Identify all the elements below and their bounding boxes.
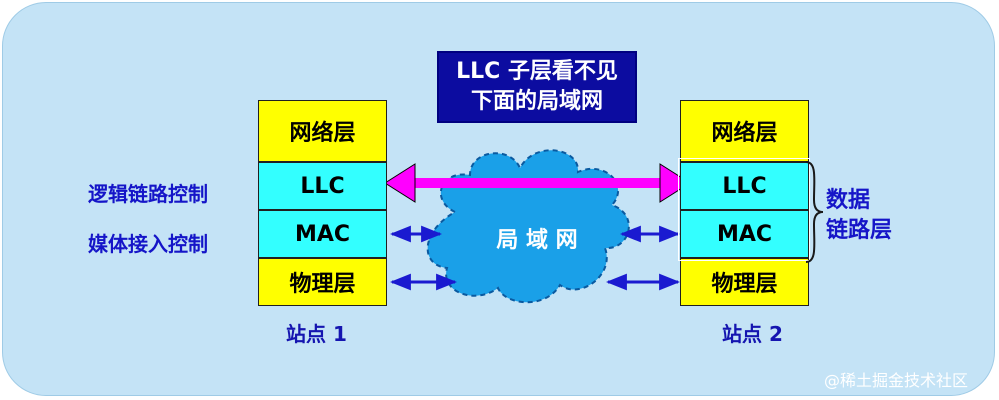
- station-2-mac-layer: MAC: [680, 210, 809, 258]
- title-line-2: 下面的局域网: [470, 89, 603, 114]
- station-2-stack: 网络层 LLC MAC 物理层: [680, 100, 809, 306]
- station-2-physical-layer: 物理层: [680, 258, 809, 306]
- watermark: @稀土掘金技术社区: [824, 371, 969, 390]
- title-line-1: LLC 子层看不见: [456, 59, 618, 84]
- station-2-llc-layer: LLC: [680, 162, 809, 210]
- llc-arrow: [384, 163, 691, 203]
- station-1-physical-layer: 物理层: [258, 258, 387, 306]
- station-1-mac-layer: MAC: [258, 210, 387, 258]
- mac-side-label: 媒体接入控制: [88, 232, 208, 256]
- station-1-stack: 网络层 LLC MAC 物理层: [258, 100, 387, 306]
- station-1-llc-layer: LLC: [258, 162, 387, 210]
- data-link-brace: [805, 161, 824, 263]
- station-1-label: 站点 1: [286, 322, 347, 346]
- station-2-label: 站点 2: [722, 322, 783, 346]
- station-2-network-layer: 网络层: [680, 100, 809, 162]
- llc-side-label: 逻辑链路控制: [88, 182, 208, 206]
- title-box: LLC 子层看不见 下面的局域网: [437, 51, 637, 123]
- cloud-label: 局 域 网: [496, 228, 578, 253]
- data-link-label-line-2: 链路层: [826, 218, 893, 243]
- station-1-network-layer: 网络层: [258, 100, 387, 162]
- data-link-label: 数据 链路层: [826, 186, 892, 246]
- data-link-label-line-1: 数据: [826, 188, 871, 213]
